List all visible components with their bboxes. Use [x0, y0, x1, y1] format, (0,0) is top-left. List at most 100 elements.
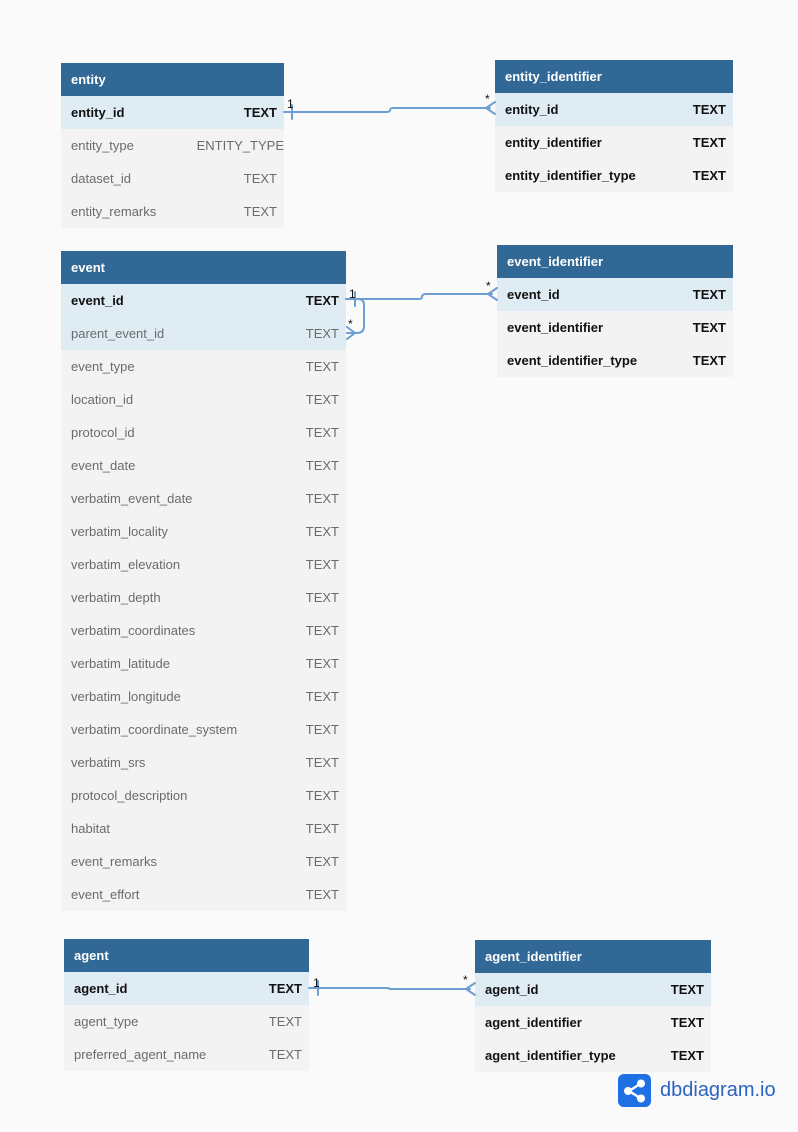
field-row[interactable]: entity_identifier TEXT: [495, 126, 733, 159]
field-name: event_identifier_type: [507, 353, 638, 368]
table-header[interactable]: event_identifier: [497, 245, 733, 278]
field-row[interactable]: event_identifier TEXT: [497, 311, 733, 344]
field-row[interactable]: verbatim_depth TEXT: [61, 581, 346, 614]
field-name: protocol_description: [71, 788, 188, 803]
field-name: preferred_agent_name: [74, 1047, 207, 1062]
field-name: agent_id: [74, 981, 128, 996]
field-row[interactable]: event_identifier_type TEXT: [497, 344, 733, 377]
field-type: TEXT: [305, 590, 339, 605]
field-row[interactable]: agent_type TEXT: [64, 1005, 309, 1038]
field-name: event_effort: [71, 887, 140, 902]
field-row[interactable]: verbatim_coordinate_system TEXT: [61, 713, 346, 746]
field-name: location_id: [71, 392, 134, 407]
field-row[interactable]: verbatim_srs TEXT: [61, 746, 346, 779]
field-type: TEXT: [305, 425, 339, 440]
crowfoot-marker: [346, 326, 357, 340]
table-header[interactable]: event: [61, 251, 346, 284]
field-row[interactable]: preferred_agent_name TEXT: [64, 1038, 309, 1071]
field-row[interactable]: agent_id TEXT: [475, 973, 711, 1006]
field-type: TEXT: [305, 524, 339, 539]
cardinality-label: *: [485, 92, 490, 106]
table-event-identifier[interactable]: event_identifier event_id TEXT event_ide…: [497, 245, 733, 377]
field-type: TEXT: [305, 854, 339, 869]
field-name: verbatim_coordinates: [71, 623, 196, 638]
field-row[interactable]: entity_remarks TEXT: [61, 195, 284, 228]
table-header[interactable]: entity_identifier: [495, 60, 733, 93]
field-row[interactable]: verbatim_latitude TEXT: [61, 647, 346, 680]
field-type: TEXT: [692, 287, 726, 302]
field-name: verbatim_latitude: [71, 656, 170, 671]
crowfoot-marker: [486, 287, 498, 301]
field-type: TEXT: [305, 755, 339, 770]
dbdiagram-logo[interactable]: dbdiagram.io: [618, 1073, 776, 1107]
field-name: entity_remarks: [71, 204, 157, 219]
cardinality-label: 1: [313, 976, 320, 990]
cardinality-label: 1: [287, 97, 294, 111]
field-name: agent_id: [485, 982, 539, 997]
field-type: TEXT: [305, 458, 339, 473]
table-entity[interactable]: entity entity_id TEXT entity_type ENTITY…: [61, 63, 284, 228]
field-row[interactable]: entity_identifier_type TEXT: [495, 159, 733, 192]
relation-line-self: [345, 298, 365, 334]
field-name: verbatim_depth: [71, 590, 161, 605]
field-row[interactable]: agent_identifier_type TEXT: [475, 1039, 711, 1072]
field-type: TEXT: [305, 656, 339, 671]
field-type: TEXT: [670, 1015, 704, 1030]
field-row[interactable]: entity_id TEXT: [495, 93, 733, 126]
crowfoot-marker: [464, 982, 476, 996]
field-name: entity_type: [71, 138, 134, 153]
field-row[interactable]: parent_event_id TEXT: [61, 317, 346, 350]
field-row[interactable]: protocol_description TEXT: [61, 779, 346, 812]
field-type: TEXT: [692, 168, 726, 183]
table-header[interactable]: agent_identifier: [475, 940, 711, 973]
field-type: TEXT: [305, 689, 339, 704]
field-row[interactable]: agent_id TEXT: [64, 972, 309, 1005]
field-row[interactable]: dataset_id TEXT: [61, 162, 284, 195]
field-type: TEXT: [305, 293, 339, 308]
field-name: dataset_id: [71, 171, 131, 186]
field-type: TEXT: [305, 326, 339, 341]
field-name: entity_id: [71, 105, 125, 120]
field-type: TEXT: [670, 982, 704, 997]
field-row[interactable]: location_id TEXT: [61, 383, 346, 416]
share-nodes-icon: [618, 1073, 651, 1107]
field-row[interactable]: event_id TEXT: [497, 278, 733, 311]
field-type: TEXT: [243, 105, 277, 120]
field-type: TEXT: [305, 788, 339, 803]
table-header[interactable]: entity: [61, 63, 284, 96]
field-row[interactable]: entity_type ENTITY_TYPE: [61, 129, 284, 162]
table-agent-identifier[interactable]: agent_identifier agent_id TEXT agent_ide…: [475, 940, 711, 1072]
table-entity-identifier[interactable]: entity_identifier entity_id TEXT entity_…: [495, 60, 733, 192]
crowfoot-marker: [484, 101, 496, 115]
table-header[interactable]: agent: [64, 939, 309, 972]
cardinality-label: *: [486, 279, 491, 293]
field-type: TEXT: [305, 623, 339, 638]
field-type: TEXT: [305, 392, 339, 407]
field-name: parent_event_id: [71, 326, 165, 341]
field-name: event_identifier: [507, 320, 604, 335]
field-name: verbatim_srs: [71, 755, 146, 770]
field-name: verbatim_coordinate_system: [71, 722, 238, 737]
table-agent[interactable]: agent agent_id TEXT agent_type TEXT pref…: [64, 939, 309, 1071]
field-name: entity_identifier_type: [505, 168, 636, 183]
field-row[interactable]: agent_identifier TEXT: [475, 1006, 711, 1039]
field-name: event_id: [507, 287, 560, 302]
cardinality-label: *: [463, 973, 468, 987]
field-type: TEXT: [305, 722, 339, 737]
brand-text: dbdiagram.io: [660, 1078, 776, 1101]
field-row[interactable]: verbatim_coordinates TEXT: [61, 614, 346, 647]
field-row[interactable]: entity_id TEXT: [61, 96, 284, 129]
